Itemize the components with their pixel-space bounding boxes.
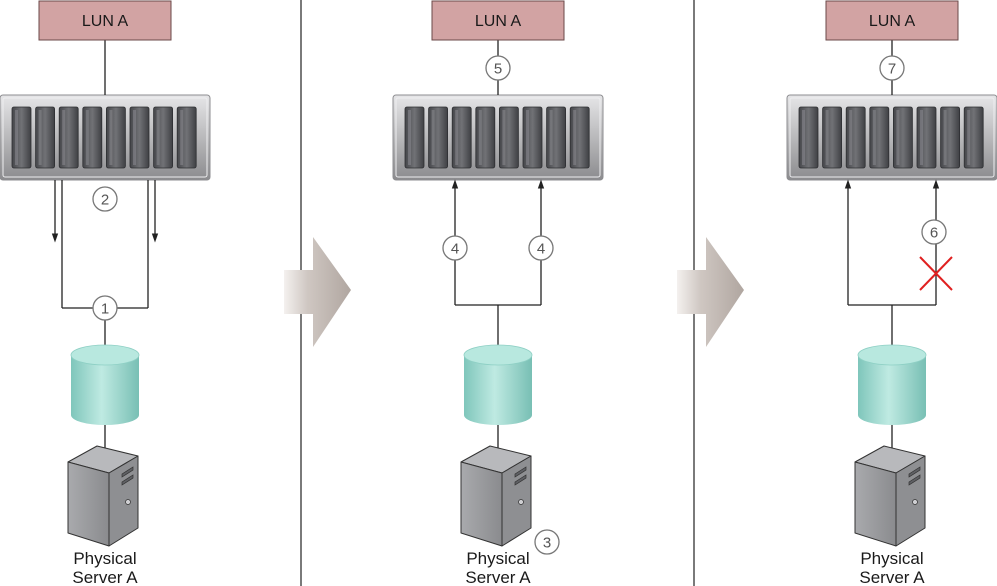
svg-text:1: 1	[101, 301, 109, 318]
drive-slot	[499, 106, 519, 169]
server-label-line2: Server A	[859, 568, 925, 586]
drive-slot	[451, 106, 472, 169]
svg-text:5: 5	[494, 61, 502, 78]
disk-cylinder	[857, 344, 927, 425]
drive-slot	[106, 106, 126, 169]
drive-slot	[404, 106, 425, 169]
drive-slot	[569, 106, 590, 169]
drive-slot	[475, 106, 496, 169]
drive-slot	[893, 106, 913, 169]
server-icon	[854, 445, 926, 547]
svg-text:7: 7	[888, 61, 896, 78]
drive-slot	[153, 106, 174, 169]
disk-cylinder	[70, 344, 140, 425]
lun-label: LUN A	[82, 13, 129, 30]
drive-slot	[522, 106, 543, 169]
svg-text:4: 4	[537, 241, 545, 258]
drive-slot	[798, 106, 819, 169]
lun-label: LUN A	[869, 13, 916, 30]
lun-box: LUN A	[431, 0, 565, 41]
lun-link-callout: 5	[485, 55, 511, 81]
server-label-line2: Server A	[465, 568, 531, 586]
lun-label: LUN A	[475, 13, 522, 30]
storage-array	[0, 94, 211, 181]
svg-text:6: 6	[930, 225, 938, 242]
drive-slot	[129, 106, 150, 169]
panel-2: LUN A 5 4 4 3 Physical Server A	[392, 0, 604, 586]
array-callout: 2	[92, 186, 118, 212]
drive-slot	[869, 106, 890, 169]
drive-slot	[428, 106, 448, 169]
drive-slot	[916, 106, 937, 169]
lun-link-callout: 7	[879, 55, 905, 81]
drive-slot	[822, 106, 842, 169]
transition-arrow-1	[284, 237, 351, 347]
server-icon	[67, 445, 139, 547]
panel-3: LUN A 7 6 Physical Server A	[786, 0, 997, 586]
svg-text:2: 2	[101, 192, 109, 209]
lun-box: LUN A	[38, 0, 172, 41]
drive-slot	[58, 106, 79, 169]
drive-slot	[845, 106, 866, 169]
server-label-line1: Physical	[73, 549, 136, 568]
disk-cylinder	[463, 344, 533, 425]
drive-slot	[35, 106, 55, 169]
svg-text:3: 3	[543, 535, 551, 552]
drive-slot	[176, 106, 197, 169]
failed-path-callout: 6	[921, 219, 947, 245]
server-label-line2: Server A	[72, 568, 138, 586]
panel-1: LUN A 2 1 Physical Server A	[0, 0, 211, 586]
junction-callout: 1	[92, 295, 118, 321]
server-label-line1: Physical	[860, 549, 923, 568]
path-callout-left: 4	[442, 235, 468, 261]
transition-arrow-2	[677, 237, 744, 347]
storage-array	[392, 94, 604, 181]
server-callout: 3	[534, 529, 560, 555]
lun-box: LUN A	[825, 0, 959, 41]
drive-slot	[82, 106, 103, 169]
svg-text:4: 4	[451, 241, 459, 258]
storage-array	[786, 94, 997, 181]
drive-slot	[940, 106, 961, 169]
server-icon	[460, 445, 532, 547]
path-callout-right: 4	[528, 235, 554, 261]
drive-slot	[546, 106, 567, 169]
path-failure-x-icon	[919, 256, 953, 291]
drive-slot	[963, 106, 984, 169]
server-label-line1: Physical	[466, 549, 529, 568]
drive-slot	[11, 106, 32, 169]
